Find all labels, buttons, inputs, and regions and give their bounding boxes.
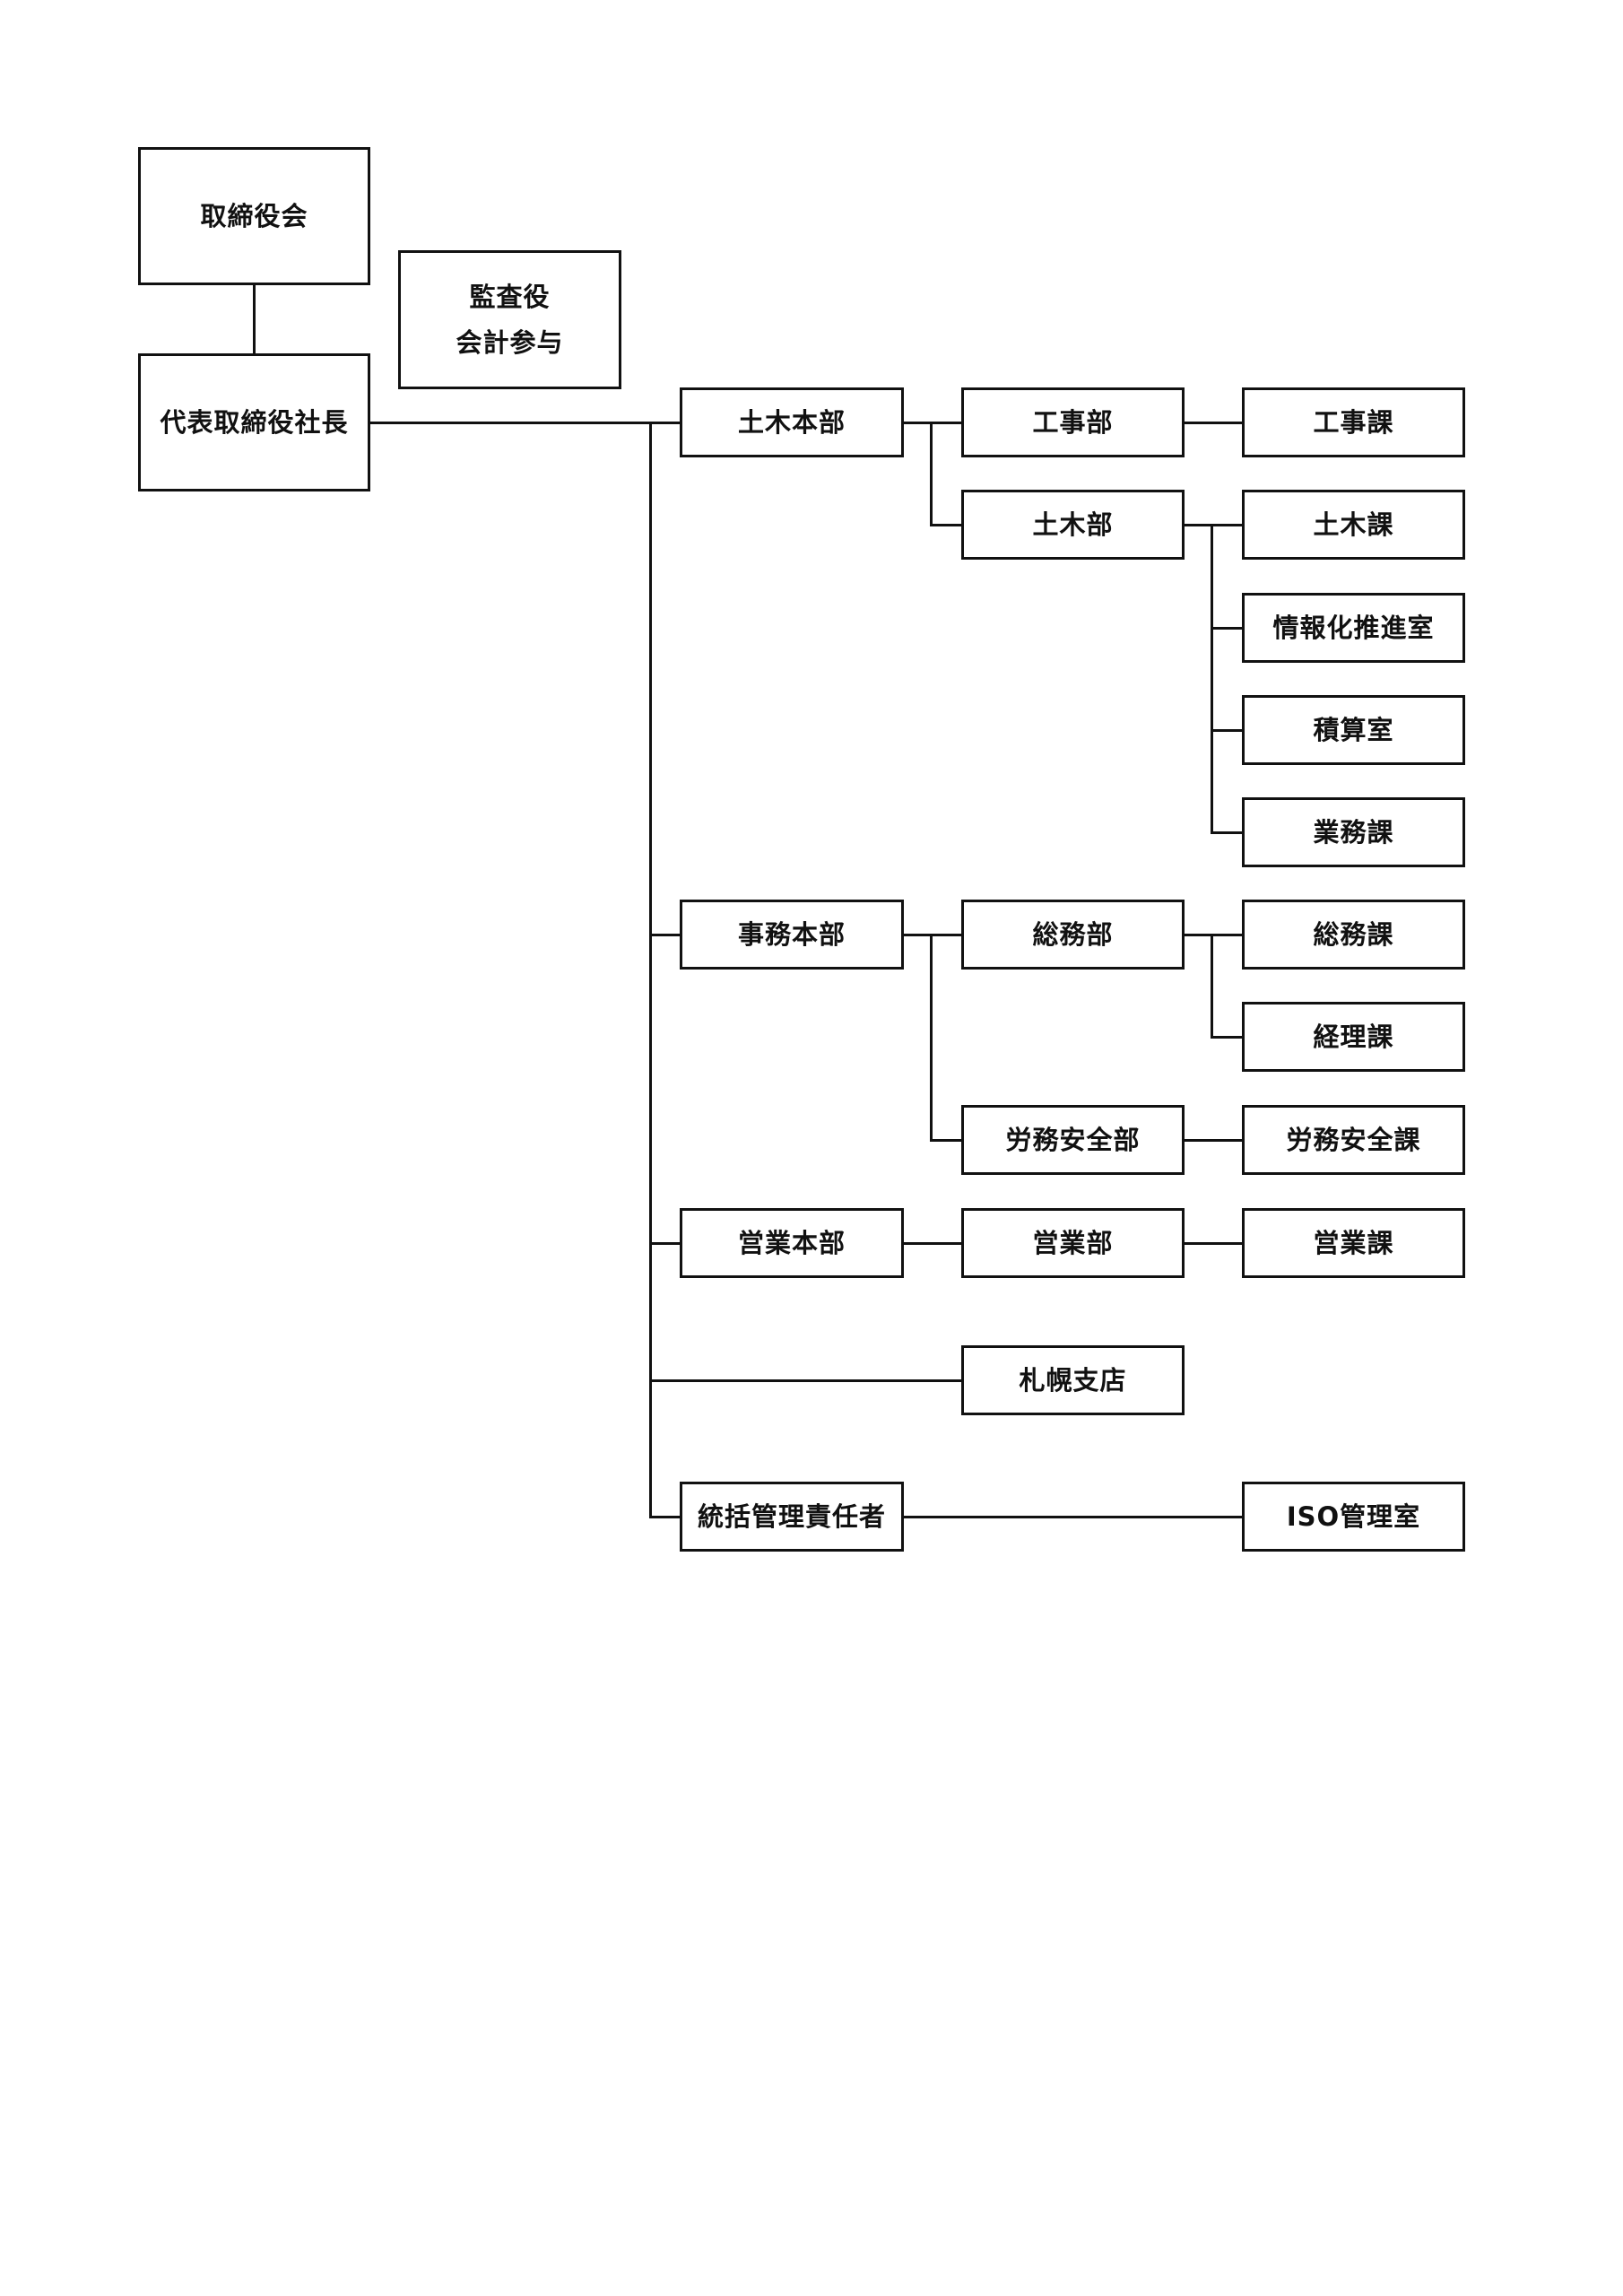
- admin-hq-box: 事務本部: [680, 900, 904, 970]
- connector-trunk-sales-hq: [649, 1242, 680, 1245]
- connector-it-office: [1211, 627, 1242, 630]
- board-of-directors-label: 取締役会: [200, 200, 308, 231]
- civil-hq-box: 土木本部: [680, 387, 904, 457]
- accounting-section-box: 経理課: [1242, 1002, 1465, 1072]
- connector-civil-depts-vertical: [930, 422, 933, 526]
- accounting-advisor-label: 会計参与: [456, 326, 564, 358]
- president-label: 代表取締役社長: [160, 406, 349, 438]
- construction-section-label: 工事課: [1313, 406, 1394, 438]
- operations-section-box: 業務課: [1242, 797, 1465, 867]
- board-of-directors-box: 取締役会: [138, 147, 370, 285]
- president-box: 代表取締役社長: [138, 353, 370, 491]
- accounting-section-label: 経理課: [1313, 1021, 1394, 1052]
- general-affairs-dept-label: 総務部: [1032, 918, 1114, 950]
- iso-office-label: ISO管理室: [1286, 1500, 1421, 1532]
- sales-dept-box: 営業部: [961, 1208, 1185, 1278]
- sapporo-branch-label: 札幌支店: [1019, 1364, 1127, 1396]
- admin-hq-label: 事務本部: [737, 918, 846, 950]
- connector-civil-sections-vertical: [1211, 524, 1213, 833]
- sapporo-branch-box: 札幌支店: [961, 1345, 1185, 1415]
- connector-operations-section: [1211, 831, 1242, 834]
- construction-section-box: 工事課: [1242, 387, 1465, 457]
- connector-president-trunk: [368, 422, 651, 424]
- sales-hq-label: 営業本部: [737, 1227, 846, 1258]
- compliance-officer-label: 統括管理責任者: [697, 1500, 886, 1532]
- it-promotion-office-label: 情報化推進室: [1272, 612, 1435, 643]
- civil-section-label: 土木課: [1313, 509, 1394, 540]
- connector-civil-dept: [930, 524, 961, 526]
- connector-sales-section: [1182, 1242, 1242, 1245]
- it-promotion-office-box: 情報化推進室: [1242, 593, 1465, 663]
- general-affairs-section-label: 総務課: [1313, 918, 1394, 950]
- estimation-office-box: 積算室: [1242, 695, 1465, 765]
- sales-section-box: 営業課: [1242, 1208, 1465, 1278]
- civil-section-box: 土木課: [1242, 490, 1465, 560]
- connector-trunk-compliance: [649, 1516, 680, 1518]
- connector-trunk-civil-hq: [649, 422, 680, 424]
- estimation-office-label: 積算室: [1313, 714, 1394, 745]
- auditor-label: 監査役: [469, 281, 551, 312]
- civil-dept-box: 土木部: [961, 490, 1185, 560]
- iso-office-box: ISO管理室: [1242, 1482, 1465, 1552]
- civil-hq-label: 土木本部: [737, 406, 846, 438]
- connector-estimation-office: [1211, 729, 1242, 732]
- connector-labor-dept: [930, 1139, 961, 1142]
- connector-accounting-section: [1211, 1036, 1242, 1039]
- sales-section-label: 営業課: [1313, 1227, 1394, 1258]
- connector-main-trunk: [649, 422, 652, 1517]
- labor-safety-dept-label: 労務安全部: [1005, 1124, 1141, 1155]
- connector-compliance-iso: [901, 1516, 1242, 1518]
- general-affairs-section-box: 総務課: [1242, 900, 1465, 970]
- sales-dept-label: 営業部: [1032, 1227, 1114, 1258]
- connector-trunk-sapporo: [649, 1379, 961, 1382]
- labor-safety-section-box: 労務安全課: [1242, 1105, 1465, 1175]
- sales-hq-box: 営業本部: [680, 1208, 904, 1278]
- construction-dept-box: 工事部: [961, 387, 1185, 457]
- civil-dept-label: 土木部: [1032, 509, 1114, 540]
- auditor-box: 監査役 会計参与: [398, 250, 621, 389]
- construction-dept-label: 工事部: [1032, 406, 1114, 438]
- compliance-officer-box: 統括管理責任者: [680, 1482, 904, 1552]
- connector-admin-depts-vertical: [930, 934, 933, 1140]
- connector-labor-section: [1182, 1139, 1242, 1142]
- connector-trunk-admin-hq: [649, 934, 680, 936]
- labor-safety-section-label: 労務安全課: [1286, 1124, 1421, 1155]
- connector-ga-sections-vertical: [1211, 934, 1213, 1038]
- connector-construction-section: [1182, 422, 1242, 424]
- general-affairs-dept-box: 総務部: [961, 900, 1185, 970]
- connector-board-president: [253, 285, 256, 353]
- connector-sales-hq-dept: [901, 1242, 961, 1245]
- operations-section-label: 業務課: [1313, 816, 1394, 848]
- labor-safety-dept-box: 労務安全部: [961, 1105, 1185, 1175]
